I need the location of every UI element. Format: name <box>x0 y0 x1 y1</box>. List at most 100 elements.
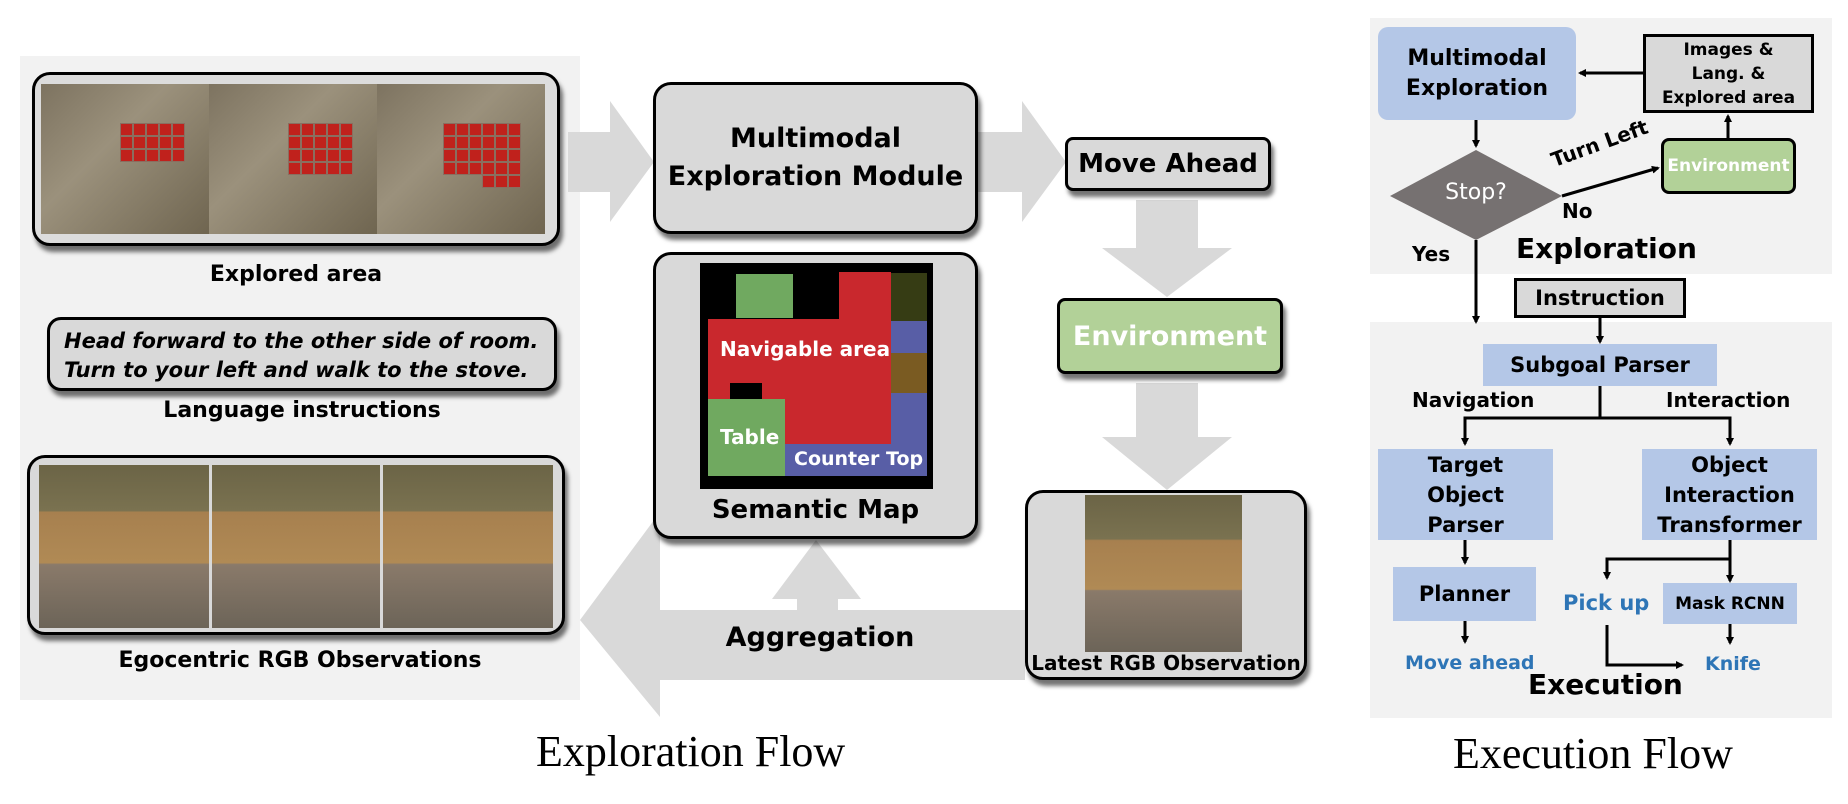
region-navigable-top <box>839 272 891 322</box>
explored-cell <box>159 123 172 136</box>
egocentric-image-1 <box>39 465 209 628</box>
explored-cell <box>508 123 521 136</box>
language-instructions-caption: Language instructions <box>163 398 441 423</box>
instruction-label: Instruction <box>1535 286 1665 310</box>
target-parser-line-2: Object <box>1427 482 1504 507</box>
region-counter-right-1 <box>891 321 927 353</box>
explored-cell <box>508 175 521 188</box>
stop-decision-diamond <box>1390 150 1562 240</box>
explored-cell <box>469 123 482 136</box>
navigation-label: Navigation <box>1412 388 1535 412</box>
explored-cell <box>469 162 482 175</box>
navigable-area-label: Navigable area <box>720 337 891 361</box>
explored-cell <box>120 123 133 136</box>
instruction-node: Instruction <box>1514 278 1686 318</box>
explored-cell <box>301 162 314 175</box>
explored-cell <box>508 136 521 149</box>
semantic-map-box: Navigable area Counter Top Table Semanti… <box>653 252 978 539</box>
arrow-to-module-icon <box>568 101 654 222</box>
explored-cell <box>495 149 508 162</box>
explored-cell <box>301 123 314 136</box>
exploration-section-title: Exploration <box>1516 232 1697 265</box>
counter-top-label: Counter Top <box>794 448 924 470</box>
explored-cell <box>120 136 133 149</box>
explored-cell <box>288 162 301 175</box>
region-counter-bottom <box>785 444 927 476</box>
explored-cell <box>340 162 353 175</box>
explored-cell <box>469 136 482 149</box>
explored-cell <box>327 136 340 149</box>
explored-cell <box>146 149 159 162</box>
explored-cell <box>340 136 353 149</box>
explored-cell <box>443 149 456 162</box>
explored-cell <box>469 149 482 162</box>
explored-cell <box>301 149 314 162</box>
subgoal-parser-label: Subgoal Parser <box>1510 353 1690 377</box>
arrow-to-semantic-map-icon <box>772 540 861 610</box>
execution-environment-node: Environment <box>1661 138 1796 194</box>
explored-cell <box>301 136 314 149</box>
explored-cell <box>495 162 508 175</box>
semantic-map-caption: Semantic Map <box>711 495 920 525</box>
semantic-map: Navigable area Counter Top Table <box>700 263 933 489</box>
mask-rcnn-label: Mask RCNN <box>1675 593 1785 614</box>
explored-cell <box>340 123 353 136</box>
move-ahead-output: Move ahead <box>1405 652 1535 674</box>
explored-cell <box>327 123 340 136</box>
target-parser-line-3: Parser <box>1427 512 1504 537</box>
target-parser-line-1: Target <box>1427 452 1504 477</box>
transformer-line-2: Interaction <box>1664 482 1795 507</box>
knife-output: Knife <box>1705 653 1761 675</box>
latest-observation-box: Latest RGB Observation <box>1025 490 1307 680</box>
explored-cell <box>443 136 456 149</box>
yes-label: Yes <box>1412 242 1451 266</box>
explored-cell <box>340 149 353 162</box>
multimodal-exploration-module: Multimodal Exploration Module <box>653 82 978 234</box>
egocentric-caption: Egocentric RGB Observations <box>118 648 482 673</box>
region-table <box>708 399 785 476</box>
egocentric-frame <box>27 455 565 635</box>
language-instruction-box: Head forward to the other side of room. … <box>47 317 557 391</box>
inputs-line-3: Explored area <box>1661 87 1796 108</box>
table-label: Table <box>720 425 780 449</box>
explored-map-2 <box>209 84 377 234</box>
inputs-node: Images & Lang. & Explored area <box>1643 34 1814 113</box>
explored-cell <box>133 149 146 162</box>
explored-cell <box>133 136 146 149</box>
pick-up-label: Pick up <box>1563 591 1650 615</box>
explored-cell <box>508 162 521 175</box>
multimodal-line-1: Multimodal <box>1407 45 1547 71</box>
explored-map-3 <box>377 84 545 234</box>
explored-cell <box>172 149 185 162</box>
arrow-to-observation-icon <box>1102 383 1232 490</box>
arrow-pickup-to-knife <box>1605 625 1684 669</box>
planner-node: Planner <box>1393 567 1536 621</box>
module-title-line-1: Multimodal <box>730 123 901 154</box>
environment-label: Environment <box>1072 320 1268 352</box>
explored-area-frame <box>32 72 560 246</box>
execution-section-title: Execution <box>1528 668 1683 701</box>
explored-cell <box>443 123 456 136</box>
instruction-line-2: Turn to your left and walk to the stove. <box>64 358 529 382</box>
arrow-to-environment-icon <box>1102 200 1232 297</box>
explored-cell <box>314 149 327 162</box>
explored-cell <box>314 136 327 149</box>
transformer-line-1: Object <box>1691 452 1768 477</box>
explored-cell <box>495 136 508 149</box>
stop-decision-label: Stop? <box>1445 180 1507 205</box>
explored-cell <box>288 123 301 136</box>
target-object-parser-node: Target Object Parser <box>1378 449 1553 540</box>
execution-flow-title: Execution Flow <box>1453 729 1733 778</box>
egocentric-image-2 <box>212 465 380 628</box>
inputs-line-2: Lang. & <box>1691 63 1766 84</box>
multimodal-exploration-node: Multimodal Exploration <box>1378 27 1576 120</box>
explored-cell <box>314 162 327 175</box>
planner-label: Planner <box>1418 582 1511 606</box>
aggregation-label: Aggregation <box>725 622 915 653</box>
explored-cell <box>508 149 521 162</box>
latest-observation-caption: Latest RGB Observation <box>1031 651 1301 675</box>
explored-map-1 <box>41 84 209 234</box>
explored-cell <box>172 136 185 149</box>
